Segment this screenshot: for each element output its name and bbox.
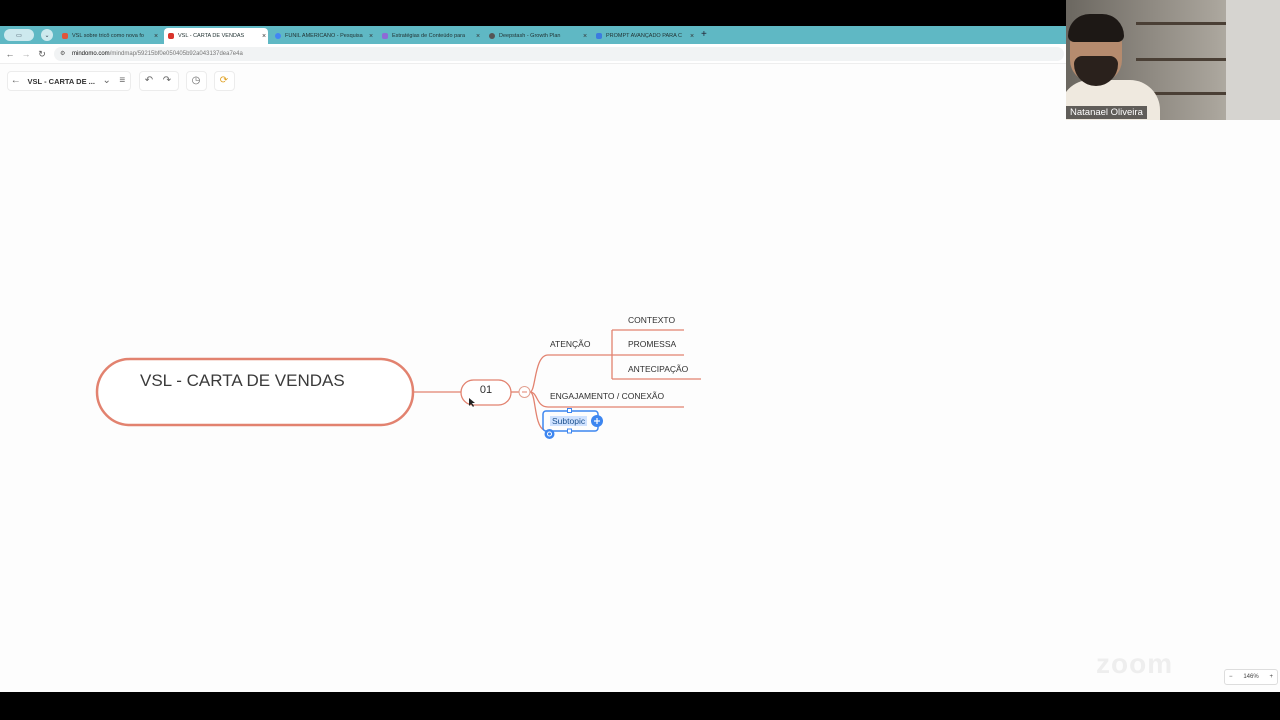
zoom-out-button[interactable]: − <box>1229 674 1233 680</box>
document-title-group: ← VSL - CARTA DE ... ⌄ ≡ <box>7 71 131 91</box>
undo-icon[interactable]: ↶ <box>144 75 154 86</box>
tab-funil-americano[interactable]: FUNIL AMERICANO - Pesquisa × <box>271 28 375 44</box>
main-menu-icon[interactable]: ≡ <box>119 75 126 86</box>
site-info-icon[interactable]: ⚙ <box>60 51 66 57</box>
mindmap-canvas[interactable]: VSL - CARTA DE VENDAS 01 ATENÇÃO CONTEXT… <box>0 26 1280 692</box>
zoom-watermark: zoom <box>1096 648 1174 679</box>
topic-contexto[interactable]: CONTEXTO <box>628 315 676 325</box>
topic-promessa[interactable]: PROMESSA <box>628 339 677 349</box>
sync-status-icon[interactable]: ⟳ <box>219 75 229 86</box>
tab-close-icon[interactable]: × <box>475 32 481 40</box>
app-toolbar: ← VSL - CARTA DE ... ⌄ ≡ ↶ ↷ ◷ ⟳ <box>0 64 1280 100</box>
tab-search-icon[interactable]: ▭ <box>4 29 34 41</box>
topic-atencao[interactable]: ATENÇÃO <box>550 339 591 349</box>
webcam-overlay: Natanael Oliveira <box>1066 0 1280 120</box>
central-topic-node <box>95 357 415 427</box>
connector-atencao <box>529 354 612 393</box>
connector-engajamento <box>529 391 684 408</box>
central-topic-label[interactable]: VSL - CARTA DE VENDAS <box>140 371 345 390</box>
tab-close-icon[interactable]: × <box>368 32 374 40</box>
zoom-level[interactable]: 146% <box>1243 674 1259 680</box>
tab-prompt-avancado[interactable]: PROMPT AVANÇADO PARA C × <box>592 28 696 44</box>
history-group: ◷ <box>186 71 207 91</box>
tab-close-icon[interactable]: × <box>153 32 159 40</box>
tab-favicon-icon <box>489 33 495 39</box>
mindmap-connectors <box>95 329 701 439</box>
subtopic-handle-icon <box>544 429 555 439</box>
participant-name: Natanael Oliveira <box>1066 106 1147 119</box>
resize-handle-top <box>567 408 572 413</box>
tab-favicon-icon <box>275 33 281 39</box>
reload-icon[interactable]: ↻ <box>38 49 46 59</box>
tab-vsl-trico[interactable]: VSL sobre tricô como nova fo × <box>58 28 160 44</box>
zoom-in-button[interactable]: + <box>1269 674 1273 680</box>
tab-favicon-icon <box>596 33 602 39</box>
tab-deepstash[interactable]: Deepstash - Growth Plan × <box>485 28 589 44</box>
tab-close-icon[interactable]: × <box>261 32 267 40</box>
back-icon[interactable]: ← <box>10 75 21 86</box>
tab-list-chevron-icon[interactable]: ⌄ <box>41 29 53 41</box>
topic-01-label[interactable]: 01 <box>479 384 493 396</box>
sync-group: ⟳ <box>214 71 235 91</box>
forward-arrow-icon[interactable]: → <box>21 49 31 59</box>
topic-antecipacao[interactable]: ANTECIPAÇÃO <box>628 364 689 374</box>
topic-engajamento-conexao[interactable]: ENGAJAMENTO / CONEXÃO <box>550 391 665 401</box>
url-input[interactable]: ⚙ mindomo.com/mindmap/59215bf0e050405b92… <box>54 47 1064 61</box>
topic-subtopic-editing[interactable]: Subtopic <box>550 416 588 426</box>
tab-favicon-icon <box>382 33 388 39</box>
browser-window: ▭ ⌄ VSL sobre tricô como nova fo × VSL -… <box>0 26 1280 692</box>
zoom-control: − 146% + <box>1224 669 1278 685</box>
resize-handle-bottom <box>567 428 572 434</box>
tab-vsl-carta-de-vendas[interactable]: VSL - CARTA DE VENDAS × <box>164 28 268 44</box>
back-arrow-icon[interactable]: ← <box>5 49 15 59</box>
address-bar-row: ← → ↻ ⚙ mindomo.com/mindmap/59215bf0e050… <box>0 44 1280 64</box>
undo-redo-group: ↶ ↷ <box>139 71 179 91</box>
tab-favicon-icon <box>168 33 174 39</box>
tab-favicon-icon <box>62 33 68 39</box>
document-title[interactable]: VSL - CARTA DE ... <box>27 76 95 86</box>
mouse-cursor-icon <box>469 398 475 407</box>
redo-icon[interactable]: ↷ <box>162 75 172 86</box>
title-dropdown-icon[interactable]: ⌄ <box>102 75 111 86</box>
tab-strip: ▭ ⌄ VSL sobre tricô como nova fo × VSL -… <box>0 26 1280 44</box>
tab-close-icon[interactable]: × <box>582 32 588 40</box>
tab-estrategias-conteudo[interactable]: Estratégias de Conteúdo para × <box>378 28 482 44</box>
tab-close-icon[interactable]: × <box>689 32 695 40</box>
topic-01-node <box>460 379 512 406</box>
new-tab-button[interactable]: + <box>701 29 707 40</box>
connector-subtopic <box>529 391 545 431</box>
history-icon[interactable]: ◷ <box>191 75 201 86</box>
